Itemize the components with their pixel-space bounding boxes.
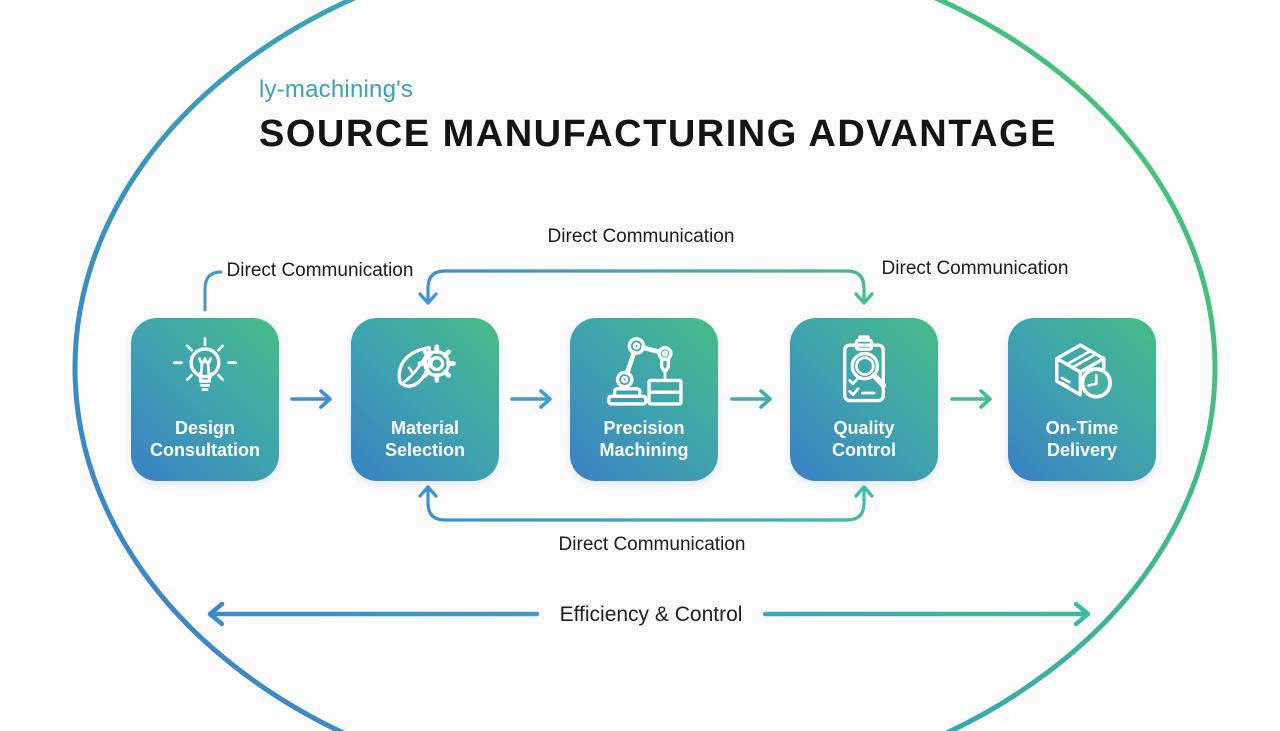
step-card-on-time-delivery: On-Time Delivery: [1008, 318, 1156, 481]
flow-arrow-4: [950, 389, 992, 409]
step-label: Material Selection: [384, 418, 466, 460]
step-label: Precision Machining: [599, 418, 689, 460]
outer-ring: [72, 0, 1218, 731]
step-card-design-consultation: Design Consultation: [131, 318, 279, 481]
leaf-gear-icon: [397, 344, 456, 388]
step-label: Design Consultation: [150, 418, 260, 460]
step-card-quality-control: Quality Control: [790, 318, 938, 481]
flow-arrow-3: [730, 389, 772, 409]
step-label: On-Time Delivery: [1045, 418, 1119, 460]
efficiency-control-label: Efficiency & Control: [559, 603, 743, 626]
robot-arm-icon: [607, 337, 683, 406]
direct-communication-label-top: Direct Communication: [547, 226, 735, 247]
clipboard-magnifier-icon: [843, 335, 887, 403]
direct-communication-label-left: Direct Communication: [226, 260, 414, 281]
step-label: Quality Control: [832, 418, 896, 460]
direct-communication-label-right: Direct Communication: [881, 258, 1069, 279]
header: ly-machining's SOURCE MANUFACTURING ADVA…: [259, 76, 1057, 156]
bottom-communication-arc: [418, 485, 874, 522]
top-communication-arc: [418, 269, 874, 305]
left-hook-line: [203, 270, 223, 312]
step-card-precision-machining: Precision Machining: [570, 318, 718, 481]
flow-arrow-2: [510, 389, 552, 409]
flow-arrow-1: [290, 389, 332, 409]
efficiency-arrow: [207, 601, 1091, 627]
page-title: SOURCE MANUFACTURING ADVANTAGE: [259, 113, 1057, 155]
brand-name: ly-machining's: [259, 76, 414, 103]
lightbulb-icon: [172, 337, 238, 391]
package-clock-icon: [1055, 343, 1113, 399]
direct-communication-label-bottom: Direct Communication: [558, 534, 746, 555]
step-card-material-selection: Material Selection: [351, 318, 499, 481]
